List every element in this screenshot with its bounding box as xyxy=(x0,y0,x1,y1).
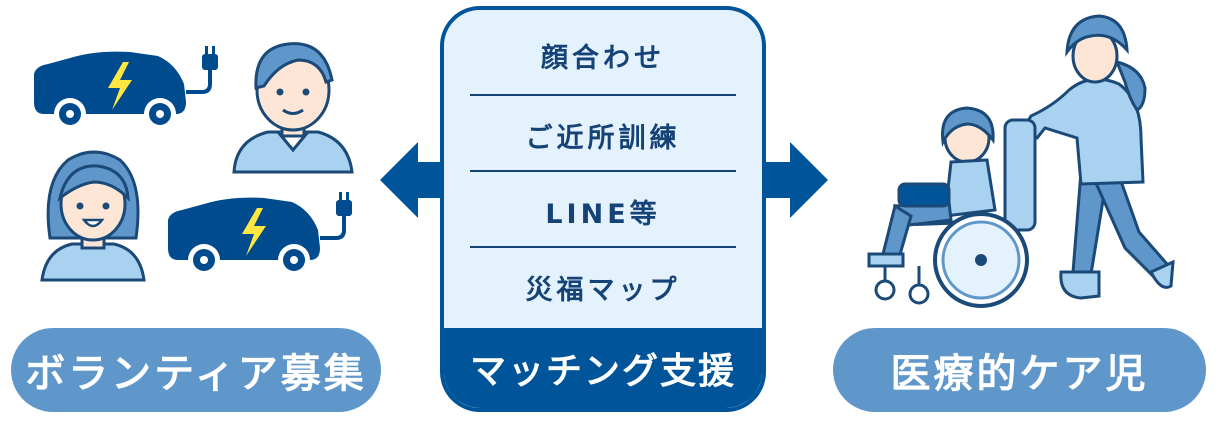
arrow-right-icon xyxy=(764,142,828,218)
woman-volunteer-icon xyxy=(40,150,146,282)
ev-car-icon xyxy=(34,46,218,130)
medical-care-child-label: 医療的ケア児 xyxy=(833,328,1206,412)
menu-item-neighborhood-drill: ご近所訓練 xyxy=(525,122,681,154)
ev-car-icon xyxy=(168,192,352,276)
menu-item-disaster-welfare-map: 災福マップ xyxy=(525,274,681,306)
divider xyxy=(470,170,736,172)
menu-item-face-to-face: 顔合わせ xyxy=(541,42,665,74)
divider xyxy=(470,94,736,96)
wheelchair-child-caregiver-icon xyxy=(867,14,1175,308)
matching-support-panel: 顔合わせ ご近所訓練 LINE等 災福マップ マッチング支援 xyxy=(440,6,766,412)
volunteer-recruitment-label: ボランティア募集 xyxy=(11,328,381,412)
menu-item-line: LINE等 xyxy=(545,198,661,230)
arrow-left-icon xyxy=(380,142,444,218)
man-volunteer-icon xyxy=(232,42,354,174)
divider xyxy=(470,246,736,248)
matching-support-label: マッチング支援 xyxy=(444,328,762,408)
